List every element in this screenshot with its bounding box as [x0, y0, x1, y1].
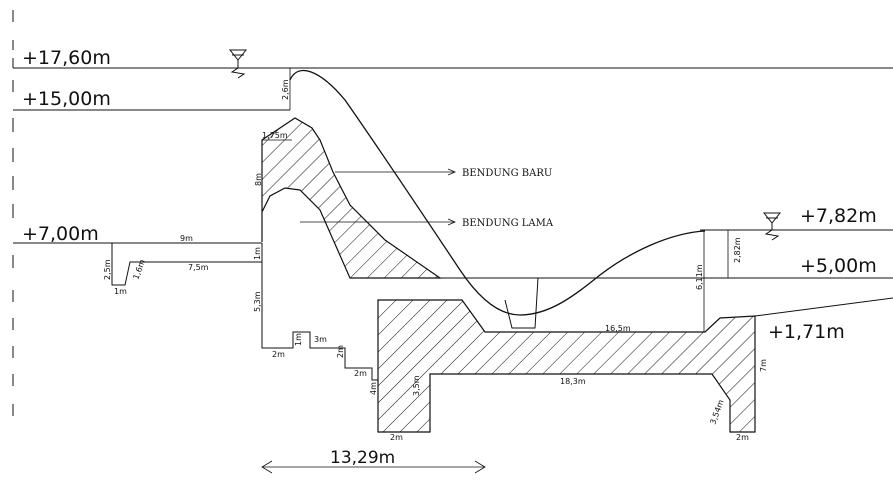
- dim-3-54: 3,54m: [708, 398, 725, 425]
- dim-3: 3m: [314, 335, 327, 344]
- dim-8: 8m: [254, 173, 263, 186]
- foundation-block: [377, 299, 756, 433]
- downstream-steps: [261, 262, 378, 381]
- dim-7: 7m: [759, 359, 768, 372]
- dim-2-pile: 2m: [390, 433, 403, 442]
- dim-5-3: 5,3m: [253, 291, 262, 312]
- elevation-old-crest: +15,00m: [22, 88, 111, 110]
- water-level-symbol-upstream: [228, 49, 248, 79]
- dim-7-5: 7,5m: [188, 263, 209, 272]
- dim-2-vertical: 2m: [336, 345, 345, 358]
- stilling-pit: [504, 277, 539, 329]
- dim-1-75: 1,75m: [262, 131, 288, 140]
- dim-1-pit: 1m: [114, 287, 127, 296]
- dim-2-82: 2,82m: [733, 237, 742, 263]
- elevation-downstream-bed: +5,00m: [800, 255, 877, 277]
- dimension-lines: [261, 68, 729, 474]
- total-length: 13,29m: [330, 448, 395, 468]
- dim-3-5: 3,5m: [412, 375, 421, 396]
- label-old-weir: BENDUNG LAMA: [462, 218, 554, 229]
- water-level-symbol-downstream: [762, 212, 782, 241]
- new-weir-profile: [289, 69, 706, 316]
- elevation-apron: +1,71m: [768, 321, 845, 343]
- dim-1-upper: 1m: [253, 247, 262, 260]
- dim-2-5: 2,5m: [103, 259, 112, 280]
- elevation-downstream-water: +7,82m: [800, 205, 877, 227]
- dim-4: 4m: [369, 382, 378, 395]
- dim-18-3: 18,3m: [560, 377, 586, 386]
- dim-2-6: 2,6m: [281, 79, 290, 100]
- dim-9: 9m: [180, 234, 193, 243]
- elevation-upstream-bed: +7,00m: [22, 223, 99, 245]
- old-weir-body: [261, 117, 442, 279]
- apron-slope-line: [754, 297, 893, 317]
- label-new-weir: BENDUNG BARU: [462, 168, 552, 179]
- dim-2-right: 2m: [736, 433, 749, 442]
- upstream-floor: [111, 243, 263, 286]
- elevation-top-water: +17,60m: [22, 47, 111, 69]
- dim-6-11: 6,11m: [695, 264, 704, 290]
- dim-1-step: 1m: [294, 333, 303, 346]
- dim-16-5: 16,5m: [605, 324, 631, 333]
- dim-2-step: 2m: [272, 350, 285, 359]
- label-arrows: [300, 168, 457, 226]
- dim-2-low: 2m: [354, 369, 367, 378]
